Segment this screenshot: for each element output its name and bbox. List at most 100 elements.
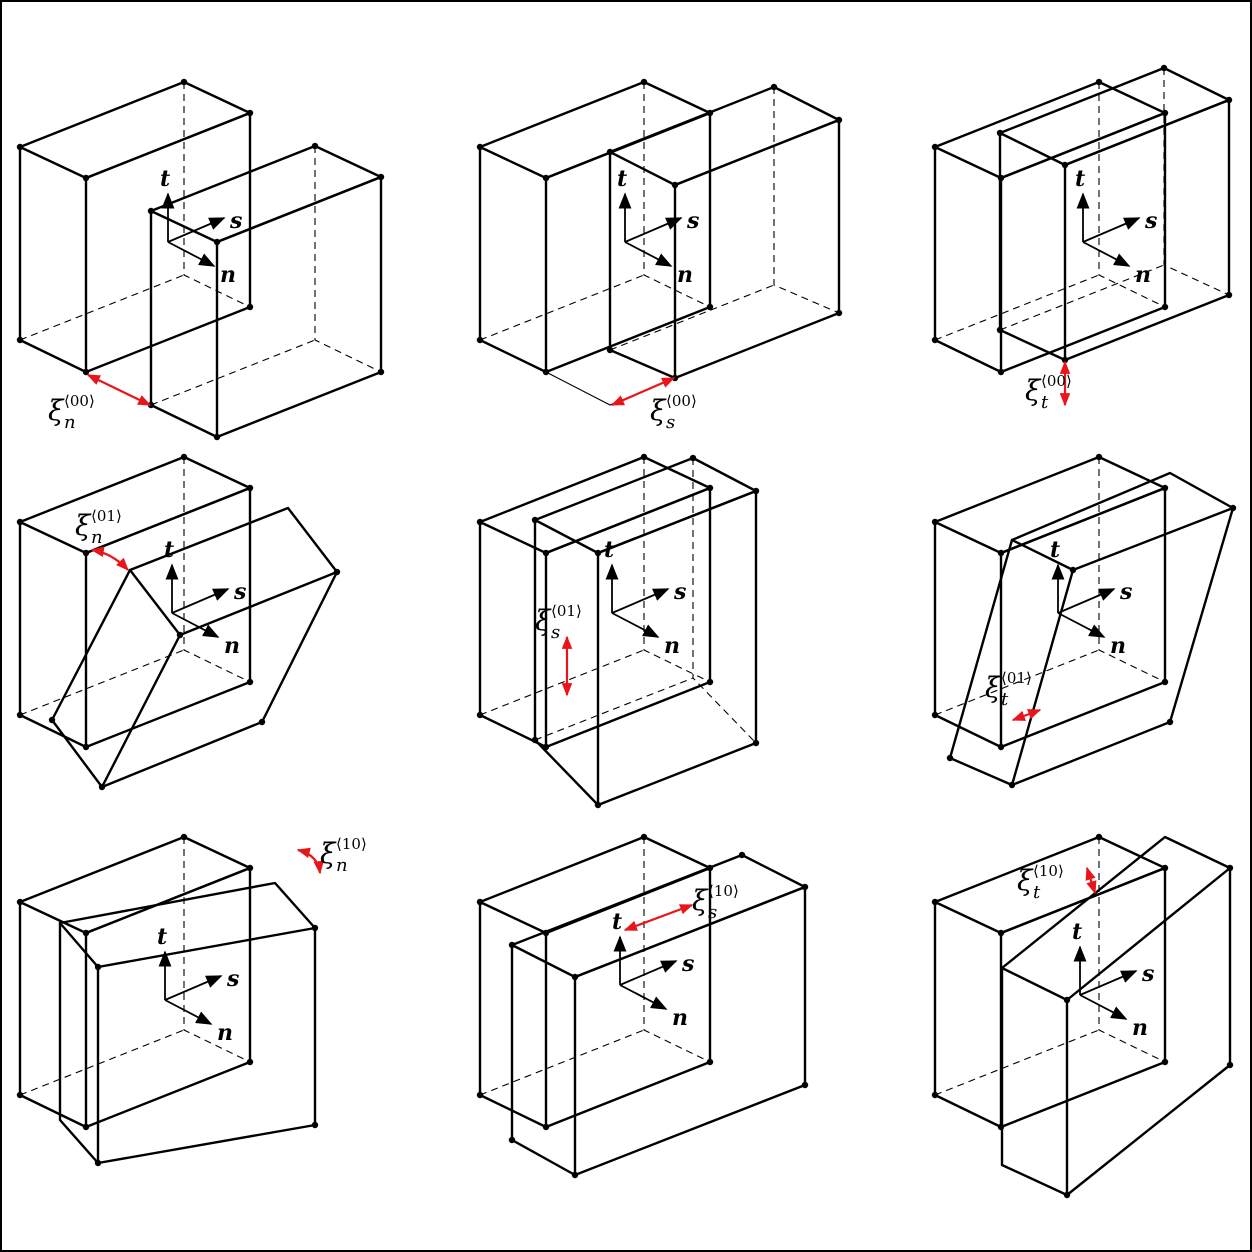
block-side-face <box>999 486 1167 749</box>
vertex-dot <box>213 433 221 441</box>
displacement-subscript: n <box>64 412 76 433</box>
vertex-dot <box>311 142 319 150</box>
vertex-dot <box>1069 566 1077 574</box>
vertex-dot <box>16 336 24 344</box>
displacement-superscript: ⟨00⟩ <box>1041 372 1072 390</box>
vertex-dot <box>16 518 24 526</box>
n-axis-label: n <box>220 262 236 288</box>
displacement-subscript: t <box>1033 882 1041 903</box>
displacement-label: ξ <box>48 394 65 427</box>
displacement-subscript: s <box>708 902 717 923</box>
t-axis-label: t <box>604 537 614 563</box>
t-axis-label: t <box>157 924 167 950</box>
n-axis-arrow <box>619 984 668 1010</box>
sheared-top-face <box>1010 471 1235 572</box>
vertex-dot <box>1095 833 1103 841</box>
displacement-label: ξ <box>535 604 552 637</box>
displacement-subscript: n <box>91 527 103 548</box>
vertex-dot <box>82 743 90 751</box>
vertex-dot <box>476 336 484 344</box>
t-axis-label: t <box>1075 166 1085 192</box>
vertex-dot <box>1161 1058 1169 1066</box>
vertex-dot <box>752 739 760 747</box>
hidden-edge <box>479 649 645 716</box>
vertex-dot <box>1161 303 1169 311</box>
displacement-arrow <box>1085 866 1097 895</box>
vertex-dot <box>738 851 746 859</box>
vertex-dot <box>1095 453 1103 461</box>
s-axis-arrow <box>171 588 230 614</box>
s-axis-arrow <box>619 960 678 986</box>
vertex-dot <box>706 678 714 686</box>
hidden-edge <box>773 87 840 314</box>
s-axis-label: s <box>1144 208 1157 234</box>
rotated-top-face <box>128 506 339 637</box>
vertex-dot <box>476 143 484 151</box>
displacement-superscript: ⟨01⟩ <box>1001 669 1032 687</box>
block-front-face <box>933 145 1003 374</box>
vertex-dot <box>94 1159 102 1167</box>
vertex-dot <box>213 238 221 246</box>
vertex-dot <box>180 78 188 86</box>
vertex-dot <box>476 1091 484 1099</box>
block-side-face <box>544 111 712 374</box>
block-side-face <box>215 175 383 439</box>
n-axis-arrow <box>611 612 660 638</box>
s-axis-label: s <box>1141 961 1154 987</box>
displacement-label: ξ <box>692 884 709 917</box>
displacement-arrow <box>1011 708 1042 722</box>
vertex-dot <box>770 83 778 91</box>
hidden-edge <box>1163 68 1230 296</box>
vertex-dot <box>508 941 516 949</box>
vertex-dot <box>1226 1061 1234 1069</box>
s-axis-arrow <box>611 588 670 614</box>
hidden-edge <box>934 274 1100 341</box>
displacement-label: ξ <box>985 671 1002 704</box>
displacement-superscript: ⟨00⟩ <box>64 392 95 410</box>
vertex-dot <box>508 1136 516 1144</box>
n-axis-label: n <box>672 1005 688 1031</box>
vertex-dot <box>752 487 760 495</box>
vertex-dot <box>1161 864 1169 872</box>
vertex-dot <box>1166 718 1174 726</box>
lowered-side-face <box>1065 866 1232 1197</box>
vertex-dot <box>180 833 188 841</box>
hidden-edge <box>183 837 251 1063</box>
n-axis-label: n <box>1135 262 1151 288</box>
hidden-edge <box>1098 82 1166 308</box>
vertex-dot <box>640 78 648 86</box>
vertex-dot <box>1225 96 1233 104</box>
block-side-face <box>673 118 841 380</box>
vertex-dot <box>82 174 90 182</box>
vertex-dot <box>246 678 254 686</box>
vertex-dot <box>147 207 155 215</box>
s-axis-arrow <box>164 975 223 1001</box>
displacement-arrow <box>610 376 676 407</box>
tilted-front-face <box>58 921 100 1165</box>
vertex-dot <box>835 309 843 317</box>
hidden-edge <box>609 284 775 351</box>
vertex-dot <box>531 516 539 524</box>
vertex-dot <box>98 783 106 791</box>
vertex-dot <box>997 549 1005 557</box>
block-front-face <box>510 943 577 1177</box>
vertex-dot <box>606 346 614 354</box>
vertex-dot <box>640 833 648 841</box>
vertex-dot <box>246 109 254 117</box>
s-axis-label: s <box>229 208 242 234</box>
vertex-dot <box>671 181 679 189</box>
t-axis-label: t <box>612 909 622 935</box>
vertex-dot <box>1229 504 1237 512</box>
hidden-edge <box>479 274 645 341</box>
displacement-label: ξ <box>75 509 92 542</box>
hidden-edge <box>934 649 1100 716</box>
hidden-edge <box>183 82 251 308</box>
vertex-dot <box>931 518 939 526</box>
hidden-edge <box>19 649 185 716</box>
displacement-label: ξ <box>1017 864 1034 897</box>
